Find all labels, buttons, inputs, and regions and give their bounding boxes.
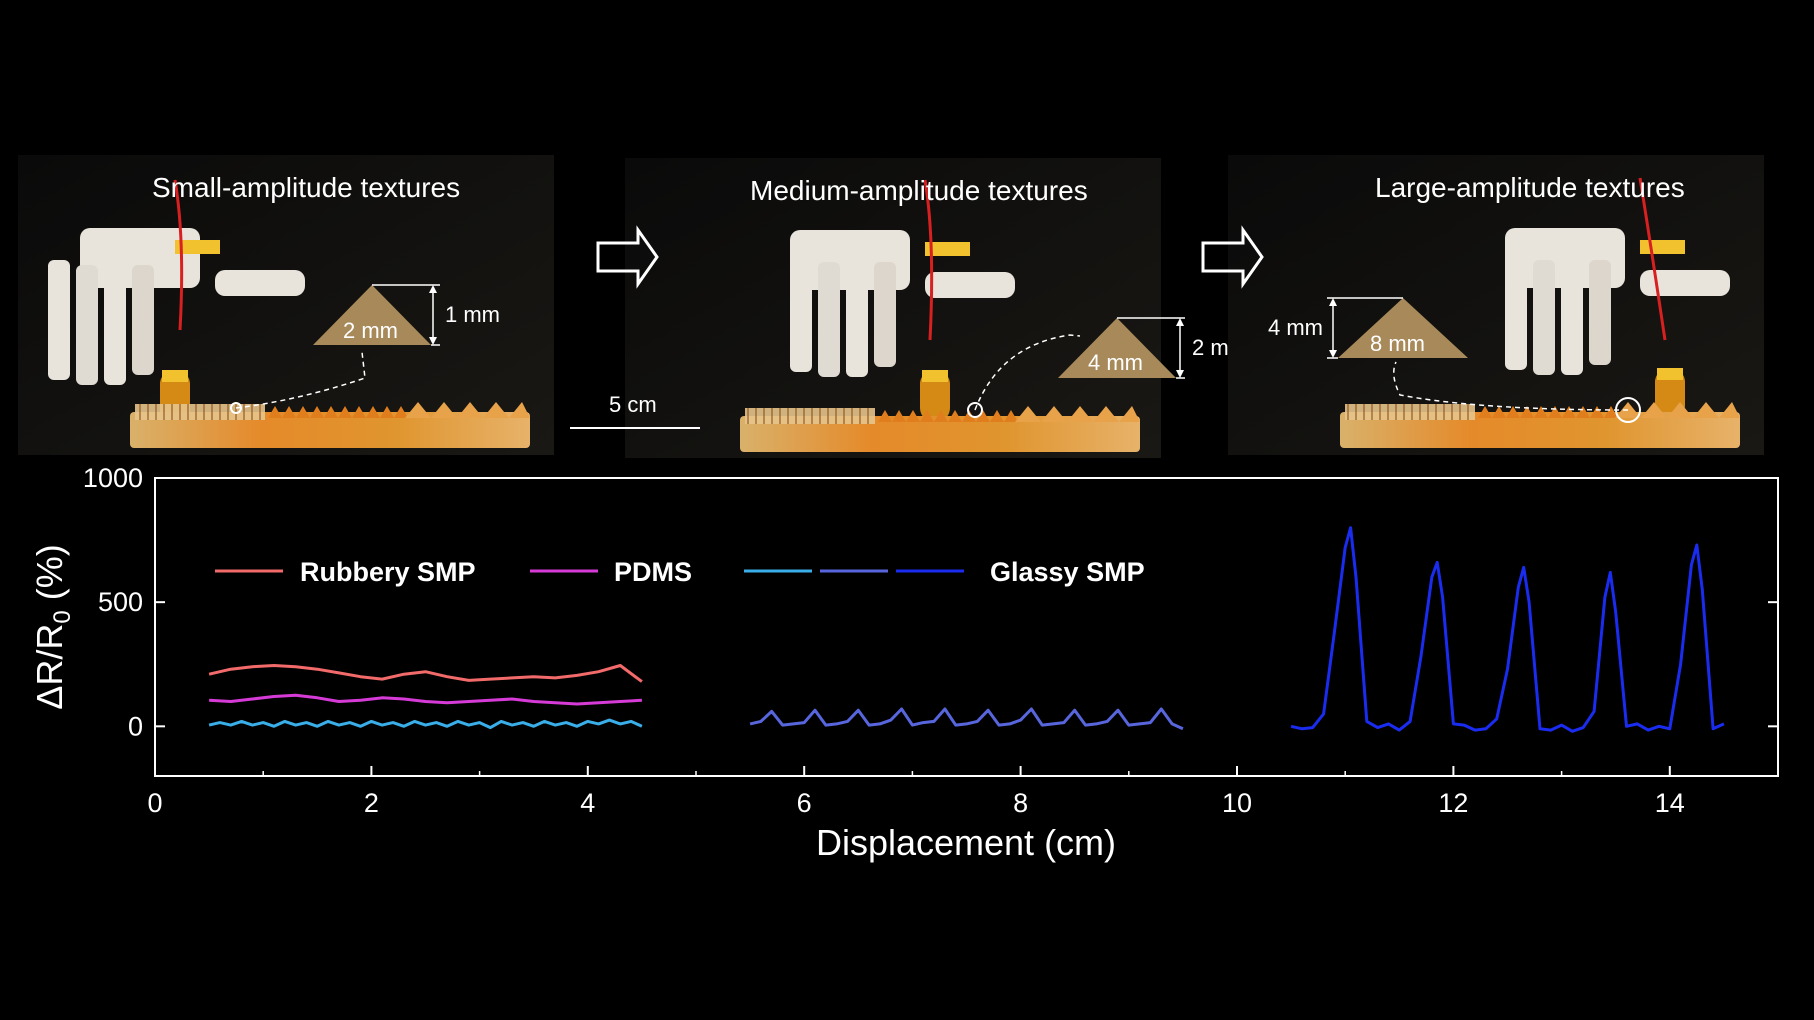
x-tick-label: 14 bbox=[1655, 788, 1685, 818]
y-axis-title: ΔR/R0 (%) bbox=[29, 544, 76, 709]
y-axis: 0 500 1000 bbox=[83, 463, 1778, 741]
photo-panel-medium: Medium-amplitude textures 4 mm 2 mm bbox=[625, 158, 1247, 458]
x-tick-label: 10 bbox=[1222, 788, 1252, 818]
legend: Rubbery SMP PDMS Glassy SMP bbox=[215, 557, 1145, 587]
series-line-glassy-smp-small bbox=[208, 718, 643, 730]
x-tick-label: 12 bbox=[1438, 788, 1468, 818]
series-line-pdms bbox=[209, 693, 642, 706]
series-line-glassy-smp-medium bbox=[749, 707, 1184, 731]
arrow-right-icon bbox=[1201, 225, 1264, 289]
triangle-height-label-small: 1 mm bbox=[445, 302, 500, 327]
y-axis-title-main: ΔR/R bbox=[29, 624, 70, 710]
legend-label-rubbery: Rubbery SMP bbox=[300, 557, 476, 587]
x-tick-label: 2 bbox=[364, 788, 379, 818]
texture-sample-small bbox=[130, 402, 530, 448]
x-axis-title: Displacement (cm) bbox=[816, 822, 1116, 863]
arrow-right-icon bbox=[596, 225, 659, 289]
robot-hand-illustration bbox=[1505, 177, 1730, 420]
triangle-diagram-small: 2 mm 1 mm bbox=[230, 284, 500, 414]
triangle-base-label-small: 2 mm bbox=[343, 318, 398, 343]
texture-sample-medium bbox=[740, 406, 1140, 452]
y-axis-title-subscript: 0 bbox=[49, 610, 76, 623]
x-tick-label: 8 bbox=[1013, 788, 1028, 818]
series-line-glassy-smp-large bbox=[1290, 526, 1725, 733]
triangle-height-label-large: 4 mm bbox=[1268, 315, 1323, 340]
x-tick-label: 4 bbox=[580, 788, 595, 818]
robot-hand-illustration bbox=[48, 179, 305, 425]
plot-frame bbox=[154, 477, 1779, 777]
y-tick-label: 1000 bbox=[83, 463, 143, 493]
robot-hand-illustration bbox=[790, 179, 1015, 422]
scale-bar-label: 5 cm bbox=[609, 392, 657, 417]
x-tick-label: 0 bbox=[147, 788, 162, 818]
texture-sample-large bbox=[1340, 402, 1740, 448]
legend-label-glassy: Glassy SMP bbox=[990, 557, 1145, 587]
series-line-rubbery-smp bbox=[208, 664, 643, 683]
y-axis-title-unit: (%) bbox=[29, 544, 70, 610]
scale-bar: 5 cm bbox=[570, 392, 700, 429]
panel-title-large: Large-amplitude textures bbox=[1375, 172, 1685, 203]
chart: 0 2 4 6 8 10 12 14 0 500 1000 Displacement (cm) Δ… bbox=[29, 463, 1779, 863]
series-group bbox=[208, 526, 1725, 733]
x-tick-label: 6 bbox=[797, 788, 812, 818]
triangle-base-label-medium: 4 mm bbox=[1088, 350, 1143, 375]
x-axis: 0 2 4 6 8 10 12 14 bbox=[147, 766, 1685, 818]
panel-title-small: Small-amplitude textures bbox=[152, 172, 460, 203]
triangle-base-label-large: 8 mm bbox=[1370, 331, 1425, 356]
photo-panel-small: Small-amplitude textures 2 mm 1 mm bbox=[18, 155, 554, 455]
y-tick-label: 0 bbox=[128, 711, 143, 741]
photo-panel-large: Large-amplitude textures 8 mm 4 mm bbox=[1228, 155, 1764, 455]
y-tick-label: 500 bbox=[98, 587, 143, 617]
legend-label-pdms: PDMS bbox=[614, 557, 692, 587]
triangle-diagram-large: 8 mm 4 mm bbox=[1268, 297, 1641, 423]
panel-title-medium: Medium-amplitude textures bbox=[750, 175, 1088, 206]
